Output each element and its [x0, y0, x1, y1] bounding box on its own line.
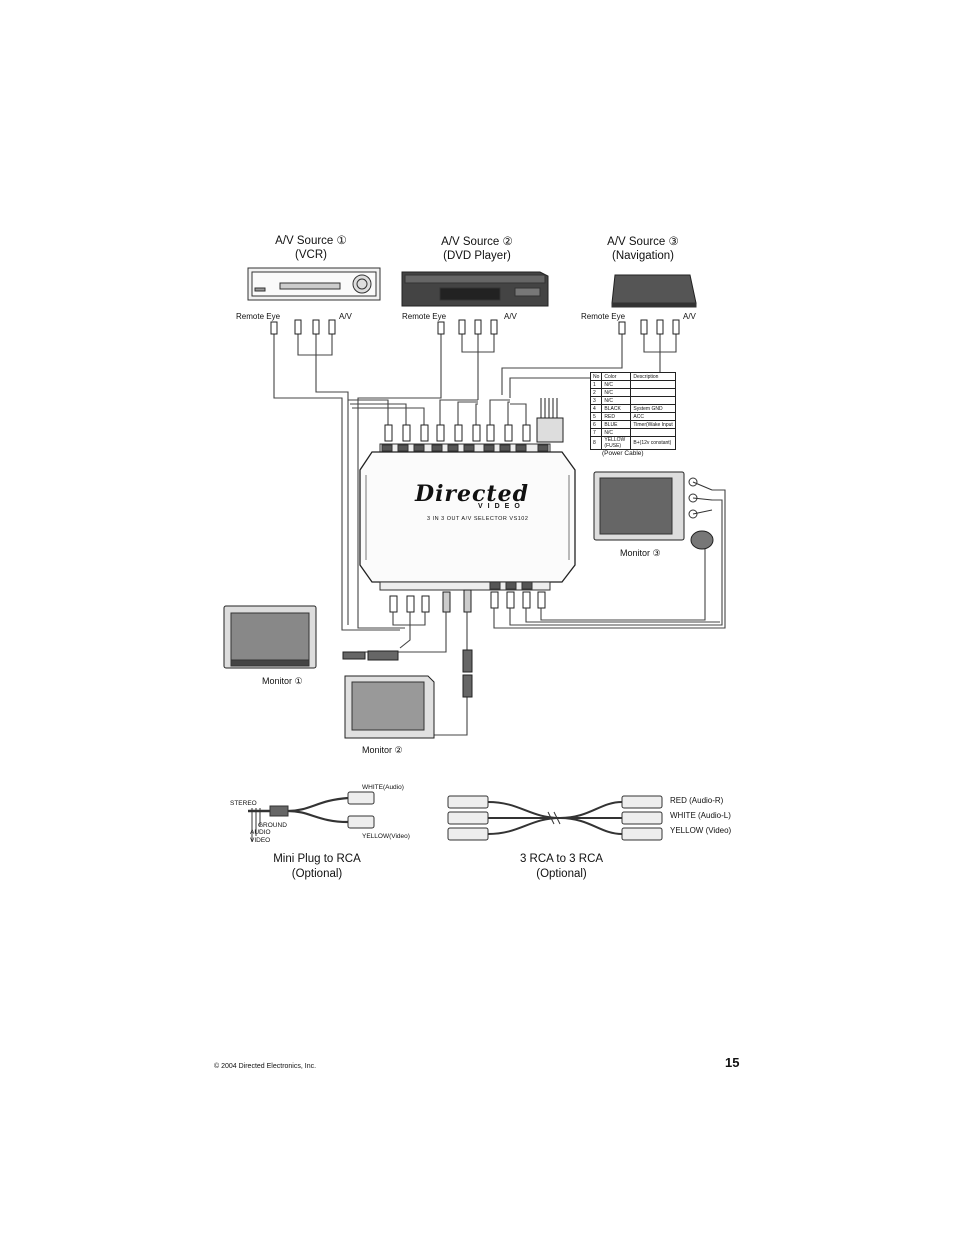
source-plugs: [270, 319, 680, 335]
table-header-no: No: [589, 372, 603, 381]
source-2-title: A/V Source ②: [441, 236, 513, 248]
mini-plug-ground-label: GROUND: [258, 822, 287, 829]
rca-caption: 3 RCA to 3 RCA (Optional): [504, 852, 619, 882]
monitor-2-label: Monitor ②: [362, 745, 403, 755]
table-header-description: Description: [630, 372, 677, 381]
source-cables: [273, 330, 677, 631]
table-cell: Timer(Wake Input: [630, 420, 677, 429]
device-model: 3 IN 3 OUT A/V SELECTOR VS102: [427, 516, 529, 522]
table-cell: YELLOW (FUSE): [601, 436, 632, 450]
table-cell: 4: [589, 404, 603, 413]
table-cell: ACC: [630, 412, 677, 421]
monitor2-connectors: [462, 649, 473, 698]
source-3-title: A/V Source ③: [607, 236, 679, 248]
av-2-label: A/V: [504, 312, 517, 321]
table-cell: N/C: [601, 388, 632, 397]
dvd-player-device: [401, 271, 549, 307]
navigation-device: [611, 274, 697, 308]
monitor-1-label: Monitor ①: [262, 676, 303, 686]
mini-plug-caption-line2: (Optional): [291, 868, 343, 880]
table-cell: 8: [589, 436, 603, 450]
table-cell: [630, 396, 677, 405]
source-3-subtitle: (Navigation): [612, 250, 674, 262]
monitor-1-device: [223, 605, 317, 669]
table-cell: [630, 380, 677, 389]
brand-logo: Directed: [415, 481, 529, 507]
table-cell: B+(12v constant): [630, 436, 677, 450]
mini-plug-audio-label: AUDIO: [250, 829, 271, 836]
table-cell: N/C: [601, 428, 632, 437]
mini-plug-stereo-label: STEREO: [230, 800, 257, 807]
av-1-label: A/V: [339, 312, 352, 321]
power-cable-caption: (Power Cable): [602, 450, 644, 457]
brand-sub: VIDEO: [478, 503, 525, 510]
monitor-2-device: [344, 675, 435, 739]
source-2-label: A/V Source ② (DVD Player): [427, 235, 527, 263]
table-cell: BLACK: [601, 404, 632, 413]
table-cell: 6: [589, 420, 603, 429]
source-2-subtitle: (DVD Player): [443, 250, 511, 262]
source-3-label: A/V Source ③ (Navigation): [598, 235, 688, 263]
table-cell: 5: [589, 412, 603, 421]
source-1-title: A/V Source ①: [275, 235, 347, 247]
remote-eye-3-label: Remote Eye: [581, 312, 626, 321]
monitor-3-label: Monitor ③: [620, 548, 661, 558]
table-cell: 2: [589, 388, 603, 397]
av-3-label: A/V: [683, 312, 696, 321]
table-cell: [630, 428, 677, 437]
table-cell: RED: [601, 412, 632, 421]
table-cell: System GND: [630, 404, 677, 413]
table-cell: N/C: [601, 396, 632, 405]
vs102-selector: [359, 451, 576, 583]
table-cell: [630, 388, 677, 397]
monitor1-connectors: [342, 650, 399, 661]
mini-plug-cable: [248, 791, 375, 842]
vcr-device: [247, 267, 381, 301]
rca-yellow-label: YELLOW (Video): [670, 826, 732, 835]
remote-eye-1-label: Remote Eye: [236, 312, 281, 321]
rca-white-label: WHITE (Audio-L): [670, 811, 731, 820]
source-1-subtitle: (VCR): [295, 249, 327, 261]
remote-eye-2-label: Remote Eye: [402, 312, 447, 321]
selector-bottom-jacks: [379, 581, 551, 591]
table-cell: N/C: [601, 380, 632, 389]
mini-plug-video-label: VIDEO: [250, 837, 271, 844]
source-1-label: A/V Source ① (VCR): [266, 234, 356, 262]
mini-plug-white-label: WHITE(Audio): [362, 784, 404, 791]
monitor-3-device: [593, 471, 714, 550]
table-cell: BLUE: [601, 420, 632, 429]
mini-plug-caption-line1: Mini Plug to RCA: [273, 853, 361, 865]
table-cell: 1: [589, 380, 603, 389]
table-cell: 3: [589, 396, 603, 405]
copyright: © 2004 Directed Electronics, Inc.: [214, 1063, 317, 1070]
mini-plug-caption: Mini Plug to RCA (Optional): [262, 852, 372, 882]
rca-caption-line2: (Optional): [536, 868, 587, 880]
mini-plug-yellow-label: YELLOW(Video): [362, 833, 410, 840]
table-header-color: Color: [601, 372, 632, 381]
rca-cable: [447, 795, 663, 841]
page-number: 15: [725, 1055, 740, 1070]
output-cables: [360, 489, 726, 736]
selector-output-plugs: [389, 589, 546, 613]
table-cell: 7: [589, 428, 603, 437]
selector-input-plugs: [384, 398, 564, 443]
power-table-header: No Color Description: [589, 372, 677, 381]
rca-red-label: RED (Audio-R): [670, 796, 724, 805]
selector-top-jacks: [379, 443, 551, 453]
rca-caption-line1: 3 RCA to 3 RCA: [519, 853, 604, 865]
